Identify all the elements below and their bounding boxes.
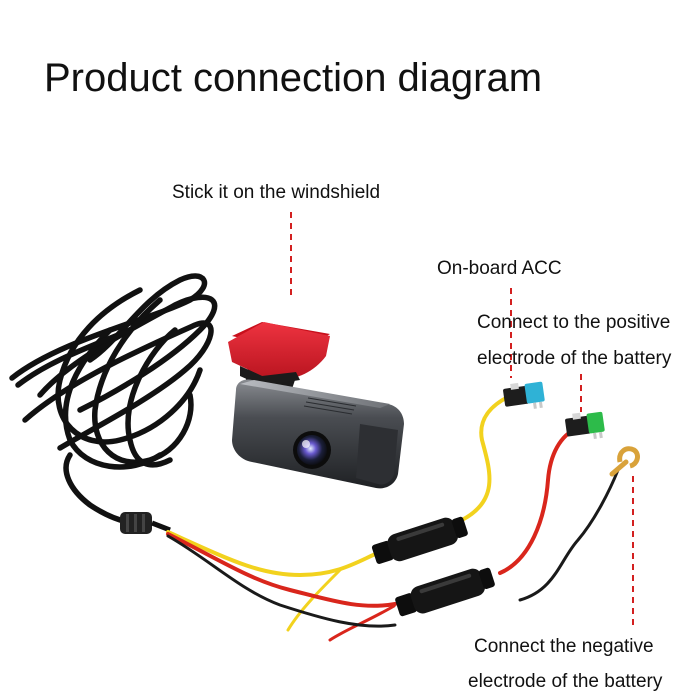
label-positive-line2: electrode of the battery [477, 348, 672, 369]
fuse-holder-icon [395, 567, 495, 617]
fuse-holder-icon [371, 516, 468, 564]
coiled-cable [9, 273, 218, 525]
label-positive-line1: Connect to the positive [477, 312, 671, 333]
fuse-tap-icon [565, 411, 605, 440]
fuse-tap-icon [503, 381, 545, 409]
label-windshield: Stick it on the windshield [172, 182, 381, 203]
label-negative-line1: Connect the negative [474, 636, 654, 657]
label-negative-line2: electrode of the battery [468, 671, 663, 692]
harness-wires [166, 393, 620, 642]
page-title: Product connection diagram [44, 56, 543, 100]
dash-camera-icon [228, 322, 404, 489]
barrel-connector [120, 512, 171, 534]
ring-terminal-icon [609, 446, 640, 477]
leader-lines [290, 212, 634, 626]
label-acc: On-board ACC [437, 258, 562, 279]
